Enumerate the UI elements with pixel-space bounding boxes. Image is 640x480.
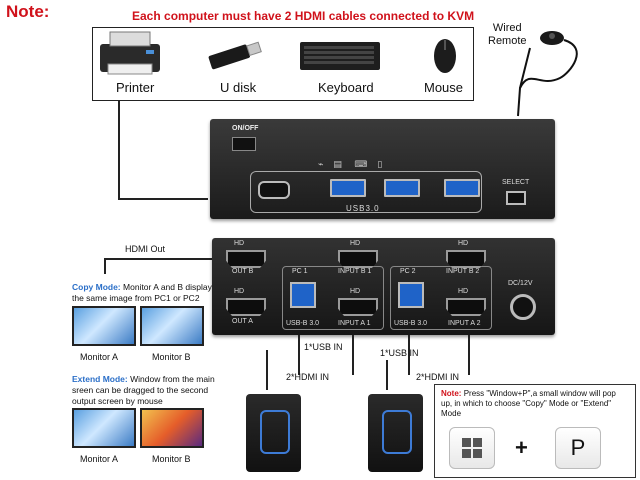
copy-mode-note: Copy Mode: Monitor A and B display the s… <box>72 282 212 304</box>
remote-line2: Remote <box>488 35 527 47</box>
out-b-port[interactable] <box>226 250 266 268</box>
out-a-port[interactable] <box>226 298 266 316</box>
wired-remote-icon <box>517 31 578 117</box>
remote-line1: Wired <box>492 22 522 34</box>
pc2-label: PC 2 <box>400 268 416 275</box>
extend-mode-note: Extend Mode: Window from the main sreen … <box>72 374 222 407</box>
mouse-icon <box>434 39 456 73</box>
device-label-mouse: Mouse <box>424 80 464 95</box>
input-a1-hd: HD <box>350 288 361 295</box>
input-b2-hd: HD <box>458 240 469 247</box>
usb-c-port[interactable] <box>258 181 290 199</box>
extend-monitor-b-label: Monitor B <box>152 454 191 464</box>
out-a-label: OUT A <box>232 318 253 325</box>
p-key: P <box>555 427 601 469</box>
input-b2-port[interactable] <box>446 250 486 268</box>
out-a-hd: HD <box>234 288 245 295</box>
input-b2-label: INPUT B 2 <box>446 268 480 275</box>
plus-sign: + <box>515 435 528 460</box>
kvm-rear-panel: HD OUT B HD OUT A PC 1 USB-B 3.0 HD INPU… <box>212 238 555 335</box>
device-label-keyboard: Keyboard <box>318 80 374 95</box>
extend-monitor-b <box>140 408 204 448</box>
power-switch[interactable] <box>232 137 256 151</box>
extend-monitor-a <box>72 408 136 448</box>
hdmi-in-label-1: 2*HDMI IN <box>286 372 330 382</box>
device-label-printer: Printer <box>116 80 155 95</box>
extend-mode-title: Extend Mode: <box>72 374 128 384</box>
copy-mode-text: Monitor A and B display the same image f… <box>72 282 212 303</box>
input-b1-hd: HD <box>350 240 361 247</box>
usb-in-label-1: 1*USB IN <box>304 342 343 352</box>
pc1-label: PC 1 <box>292 268 308 275</box>
copy-mode-title: Copy Mode: <box>72 282 121 292</box>
hdmi-out-label: HDMI Out <box>125 244 166 254</box>
out-b-label: OUT B <box>232 268 254 275</box>
kvm-front-panel: ON/OFF ⌁ ▤ ⌨ ▯ USB3.0 SELECT <box>210 119 555 219</box>
front-usb-port-2[interactable] <box>384 179 420 197</box>
shortcut-note-box: Note: Press "Window+P",a small window wi… <box>434 384 636 478</box>
front-port-icons: ⌁ ▤ ⌨ ▯ <box>318 159 383 169</box>
printer-icon <box>100 31 160 75</box>
extend-mode-text: Window from the main sreen can be dragge… <box>72 374 215 406</box>
shortcut-note-text: Press "Window+P",a small window will pop… <box>441 389 616 418</box>
input-b1-label: INPUT B 1 <box>338 268 372 275</box>
note-text: Each computer must have 2 HDMI cables co… <box>132 9 475 23</box>
pc-tower-2 <box>368 394 423 472</box>
input-a2-port[interactable] <box>446 298 486 316</box>
input-a1-label: INPUT A 1 <box>338 320 371 327</box>
input-a2-label: INPUT A 2 <box>448 320 481 327</box>
hdmi-in-label-2: 2*HDMI IN <box>416 372 460 382</box>
pc2-usb-b-port[interactable] <box>398 282 424 308</box>
windows-key <box>449 427 495 469</box>
copy-monitor-a <box>72 306 136 346</box>
copy-monitor-a-label: Monitor A <box>80 352 119 362</box>
copy-monitor-b <box>140 306 204 346</box>
select-label: SELECT <box>502 179 530 186</box>
usb-drive-icon <box>208 41 262 70</box>
extend-monitor-a-label: Monitor A <box>80 454 119 464</box>
usb-in-label-2: 1*USB IN <box>380 348 419 358</box>
pc1-usb-b-port[interactable] <box>290 282 316 308</box>
usb3-label: USB3.0 <box>346 204 380 213</box>
out-b-hd: HD <box>234 240 245 247</box>
dc-label: DC/12V <box>508 280 533 287</box>
note-title: Note: <box>6 2 50 21</box>
input-b1-port[interactable] <box>338 250 378 268</box>
select-button[interactable] <box>506 191 526 205</box>
copy-monitor-b-label: Monitor B <box>152 352 191 362</box>
front-usb-port-1[interactable] <box>330 179 366 197</box>
windows-logo-icon <box>462 438 482 458</box>
front-usb-port-3[interactable] <box>444 179 480 197</box>
pc2-usb-b-label: USB-B 3.0 <box>394 320 428 327</box>
keyboard-icon <box>300 42 380 70</box>
wired-remote-label: Wired Remote <box>488 22 527 48</box>
pc1-usb-b-label: USB-B 3.0 <box>286 320 320 327</box>
input-a2-hd: HD <box>458 288 469 295</box>
pc-tower-1 <box>246 394 301 472</box>
input-a1-port[interactable] <box>338 298 378 316</box>
device-label-u-disk: U disk <box>220 80 257 95</box>
on-off-label: ON/OFF <box>232 125 259 132</box>
shortcut-note-title: Note: <box>441 389 462 398</box>
dc-power-port[interactable] <box>510 294 536 320</box>
